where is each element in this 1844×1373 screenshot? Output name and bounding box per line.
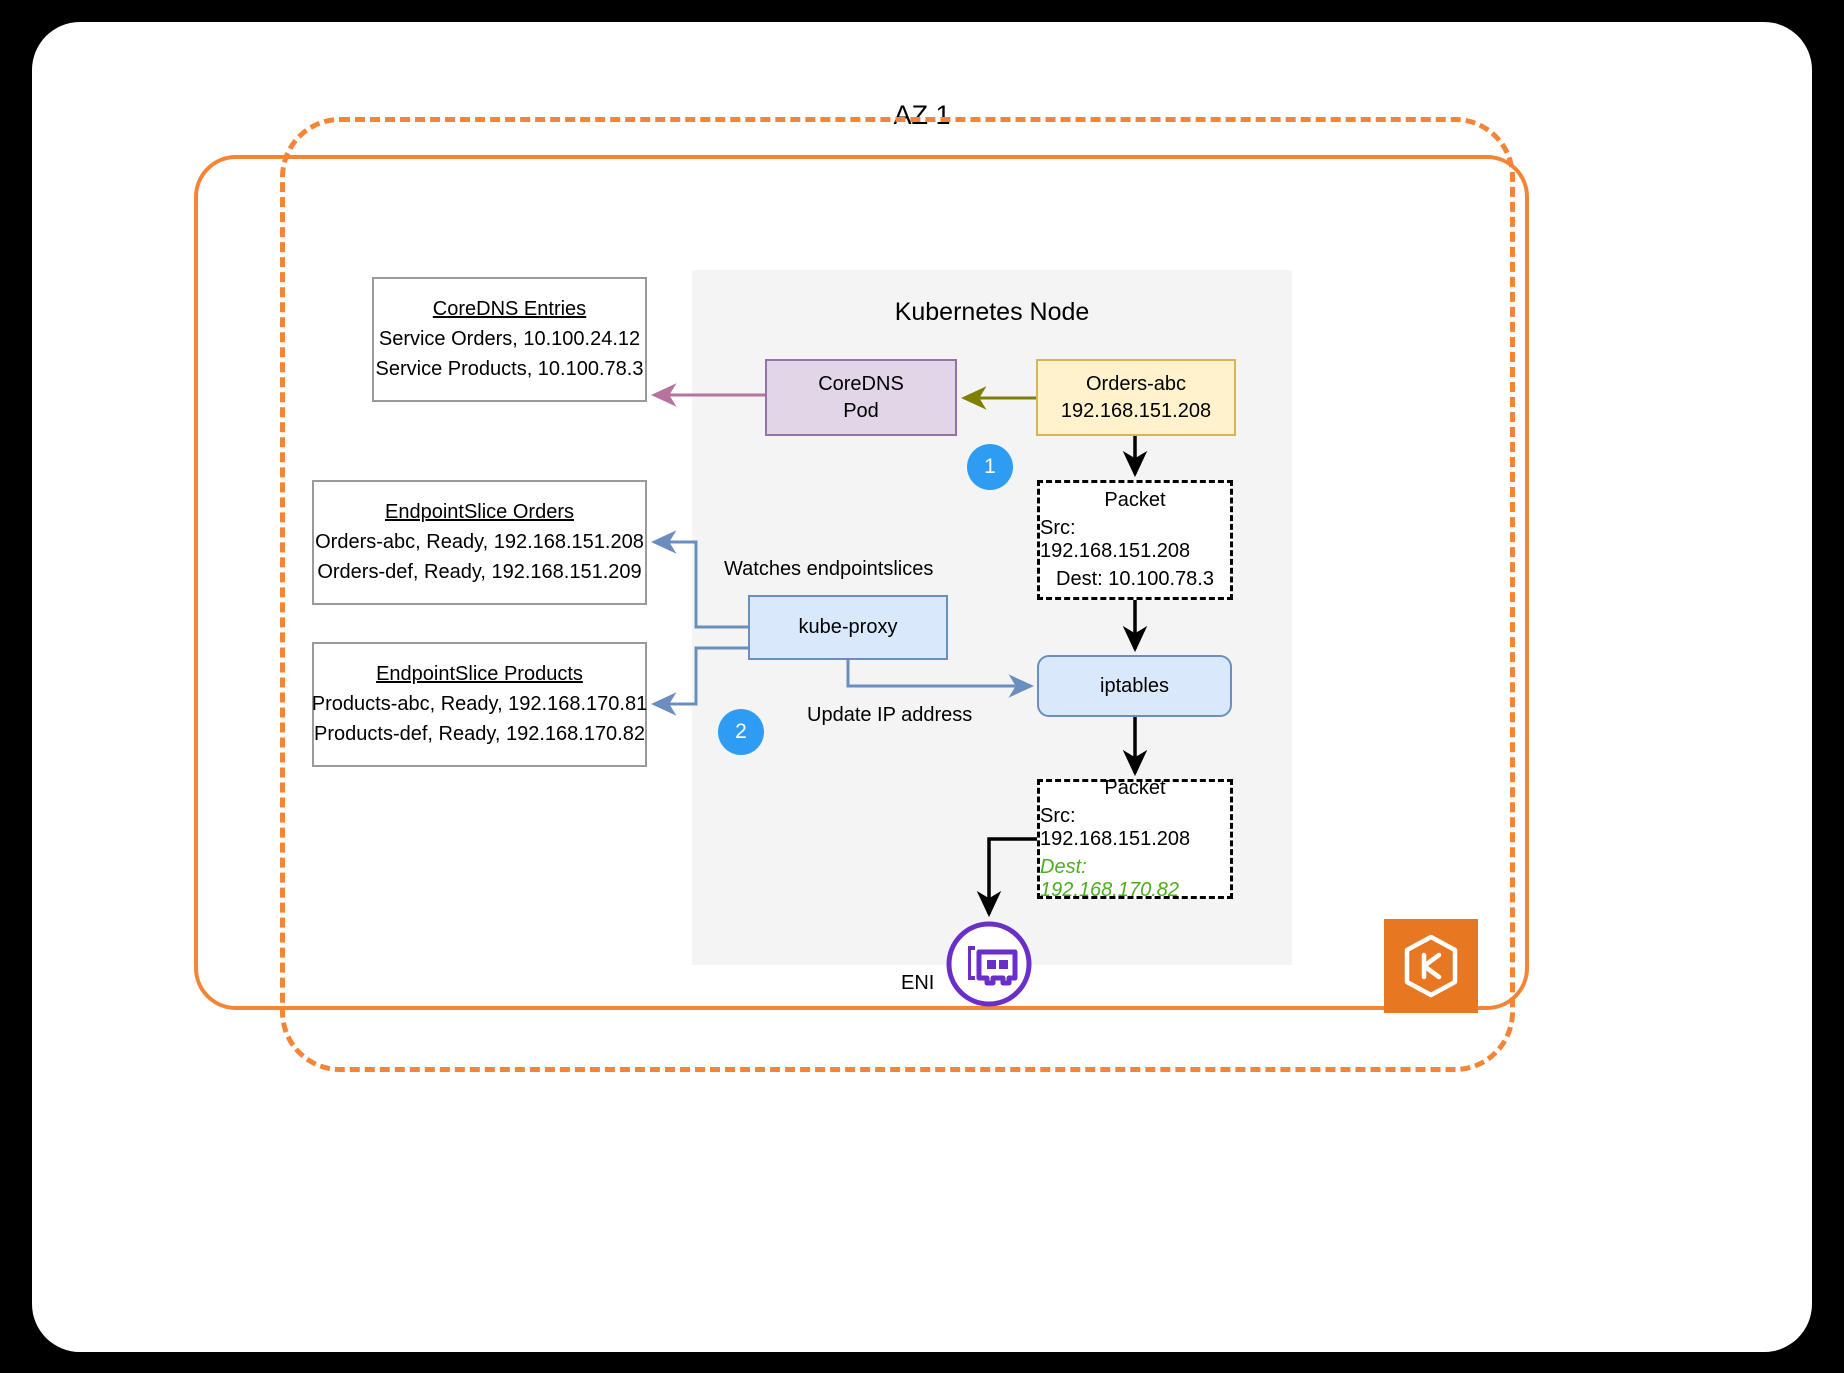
kube-proxy-box: kube-proxy bbox=[748, 595, 948, 660]
step-badge-1: 1 bbox=[967, 444, 1013, 490]
endpointslice-products-row: Products-def, Ready, 192.168.170.82 bbox=[314, 723, 645, 745]
orders-pod-name: Orders-abc bbox=[1085, 372, 1187, 395]
packet-after-title: Packet bbox=[1104, 776, 1166, 799]
endpointslice-orders-box: EndpointSlice Orders Orders-abc, Ready, … bbox=[312, 480, 647, 605]
coredns-entry-row: Service Products, 10.100.78.3 bbox=[375, 358, 644, 380]
endpointslice-products-row: Products-abc, Ready, 192.168.170.81 bbox=[311, 693, 648, 715]
vpc-boundary bbox=[194, 155, 1529, 1010]
packet-after-dest: Dest: 192.168.170.82 bbox=[1040, 855, 1180, 901]
packet-after-dnat-box: Packet Src: 192.168.151.208 Dest: 192.16… bbox=[1037, 776, 1233, 901]
coredns-pod-box: CoreDNS Pod bbox=[765, 359, 957, 436]
packet-before-src: Src: 192.168.151.208 bbox=[1040, 517, 1191, 562]
availability-zone-boundary bbox=[280, 117, 1515, 1072]
network-interface-card-icon bbox=[946, 921, 1032, 1007]
orders-pod-ip: 192.168.151.208 bbox=[1060, 399, 1212, 422]
watches-endpointslices-label: Watches endpointslices bbox=[724, 558, 934, 580]
packet-after-src: Src: 192.168.151.208 bbox=[1040, 804, 1191, 850]
coredns-pod-line2: Pod bbox=[843, 399, 879, 422]
eni-label: ENI bbox=[901, 972, 935, 994]
iptables-box: iptables bbox=[1037, 655, 1232, 717]
coredns-entries-box: CoreDNS Entries Service Orders, 10.100.2… bbox=[372, 277, 647, 402]
endpointslice-products-box: EndpointSlice Products Products-abc, Rea… bbox=[312, 642, 647, 767]
packet-before-title: Packet bbox=[1104, 489, 1166, 511]
endpointslice-orders-title: EndpointSlice Orders bbox=[385, 501, 574, 523]
coredns-pod-line1: CoreDNS bbox=[818, 372, 904, 395]
aws-eks-logo-icon bbox=[1384, 919, 1478, 1013]
update-ip-address-label: Update IP address bbox=[807, 704, 973, 726]
step-badge-2: 2 bbox=[718, 709, 764, 755]
diagram-canvas: AZ 1 Kubernetes Node bbox=[32, 22, 1812, 1352]
coredns-entries-title: CoreDNS Entries bbox=[432, 298, 587, 320]
endpointslice-products-title: EndpointSlice Products bbox=[376, 663, 583, 685]
endpointslice-orders-row: Orders-def, Ready, 192.168.151.209 bbox=[317, 561, 642, 583]
coredns-entry-row: Service Orders, 10.100.24.12 bbox=[378, 328, 641, 350]
iptables-label: iptables bbox=[1100, 674, 1169, 697]
packet-before-dnat-box: Packet Src: 192.168.151.208 Dest: 10.100… bbox=[1037, 480, 1233, 600]
kubernetes-node-title: Kubernetes Node bbox=[894, 298, 1090, 326]
packet-before-dest: Dest: 10.100.78.3 bbox=[1056, 568, 1214, 590]
orders-pod-box: Orders-abc 192.168.151.208 bbox=[1036, 359, 1236, 436]
az-title: AZ 1 bbox=[893, 100, 951, 130]
kube-proxy-label: kube-proxy bbox=[798, 616, 898, 638]
endpointslice-orders-row: Orders-abc, Ready, 192.168.151.208 bbox=[315, 531, 644, 553]
